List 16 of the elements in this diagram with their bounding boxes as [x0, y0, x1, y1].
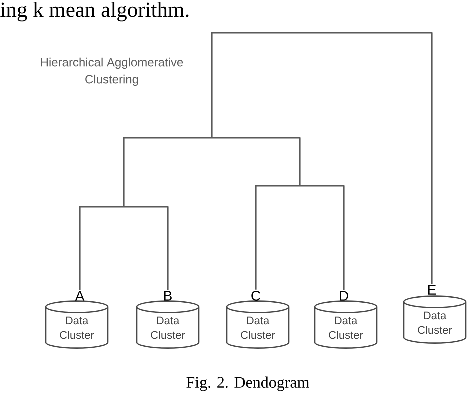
cylinder: Data Cluster	[314, 300, 378, 349]
dendrogram-link	[255, 185, 345, 290]
cylinder: Data Cluster	[136, 300, 200, 349]
leaf-label: C	[252, 291, 261, 301]
leaf-label: A	[75, 291, 85, 301]
body-text: ing k mean algorithm.	[0, 2, 189, 22]
leaf-label: E	[428, 285, 436, 295]
leaf-label: D	[340, 291, 348, 301]
dendrogram-link	[211, 32, 433, 284]
diagram-title: Hierarchical Agglomerative Clustering	[41, 58, 184, 86]
figure-caption: Fig. 2. Dendogram	[186, 376, 310, 392]
cylinder: Data Cluster	[403, 296, 467, 344]
leaf-label: B	[164, 291, 172, 301]
dendrogram-link	[79, 206, 169, 290]
cylinder: Data Cluster	[226, 300, 290, 349]
cylinder: Data Cluster	[45, 300, 109, 349]
